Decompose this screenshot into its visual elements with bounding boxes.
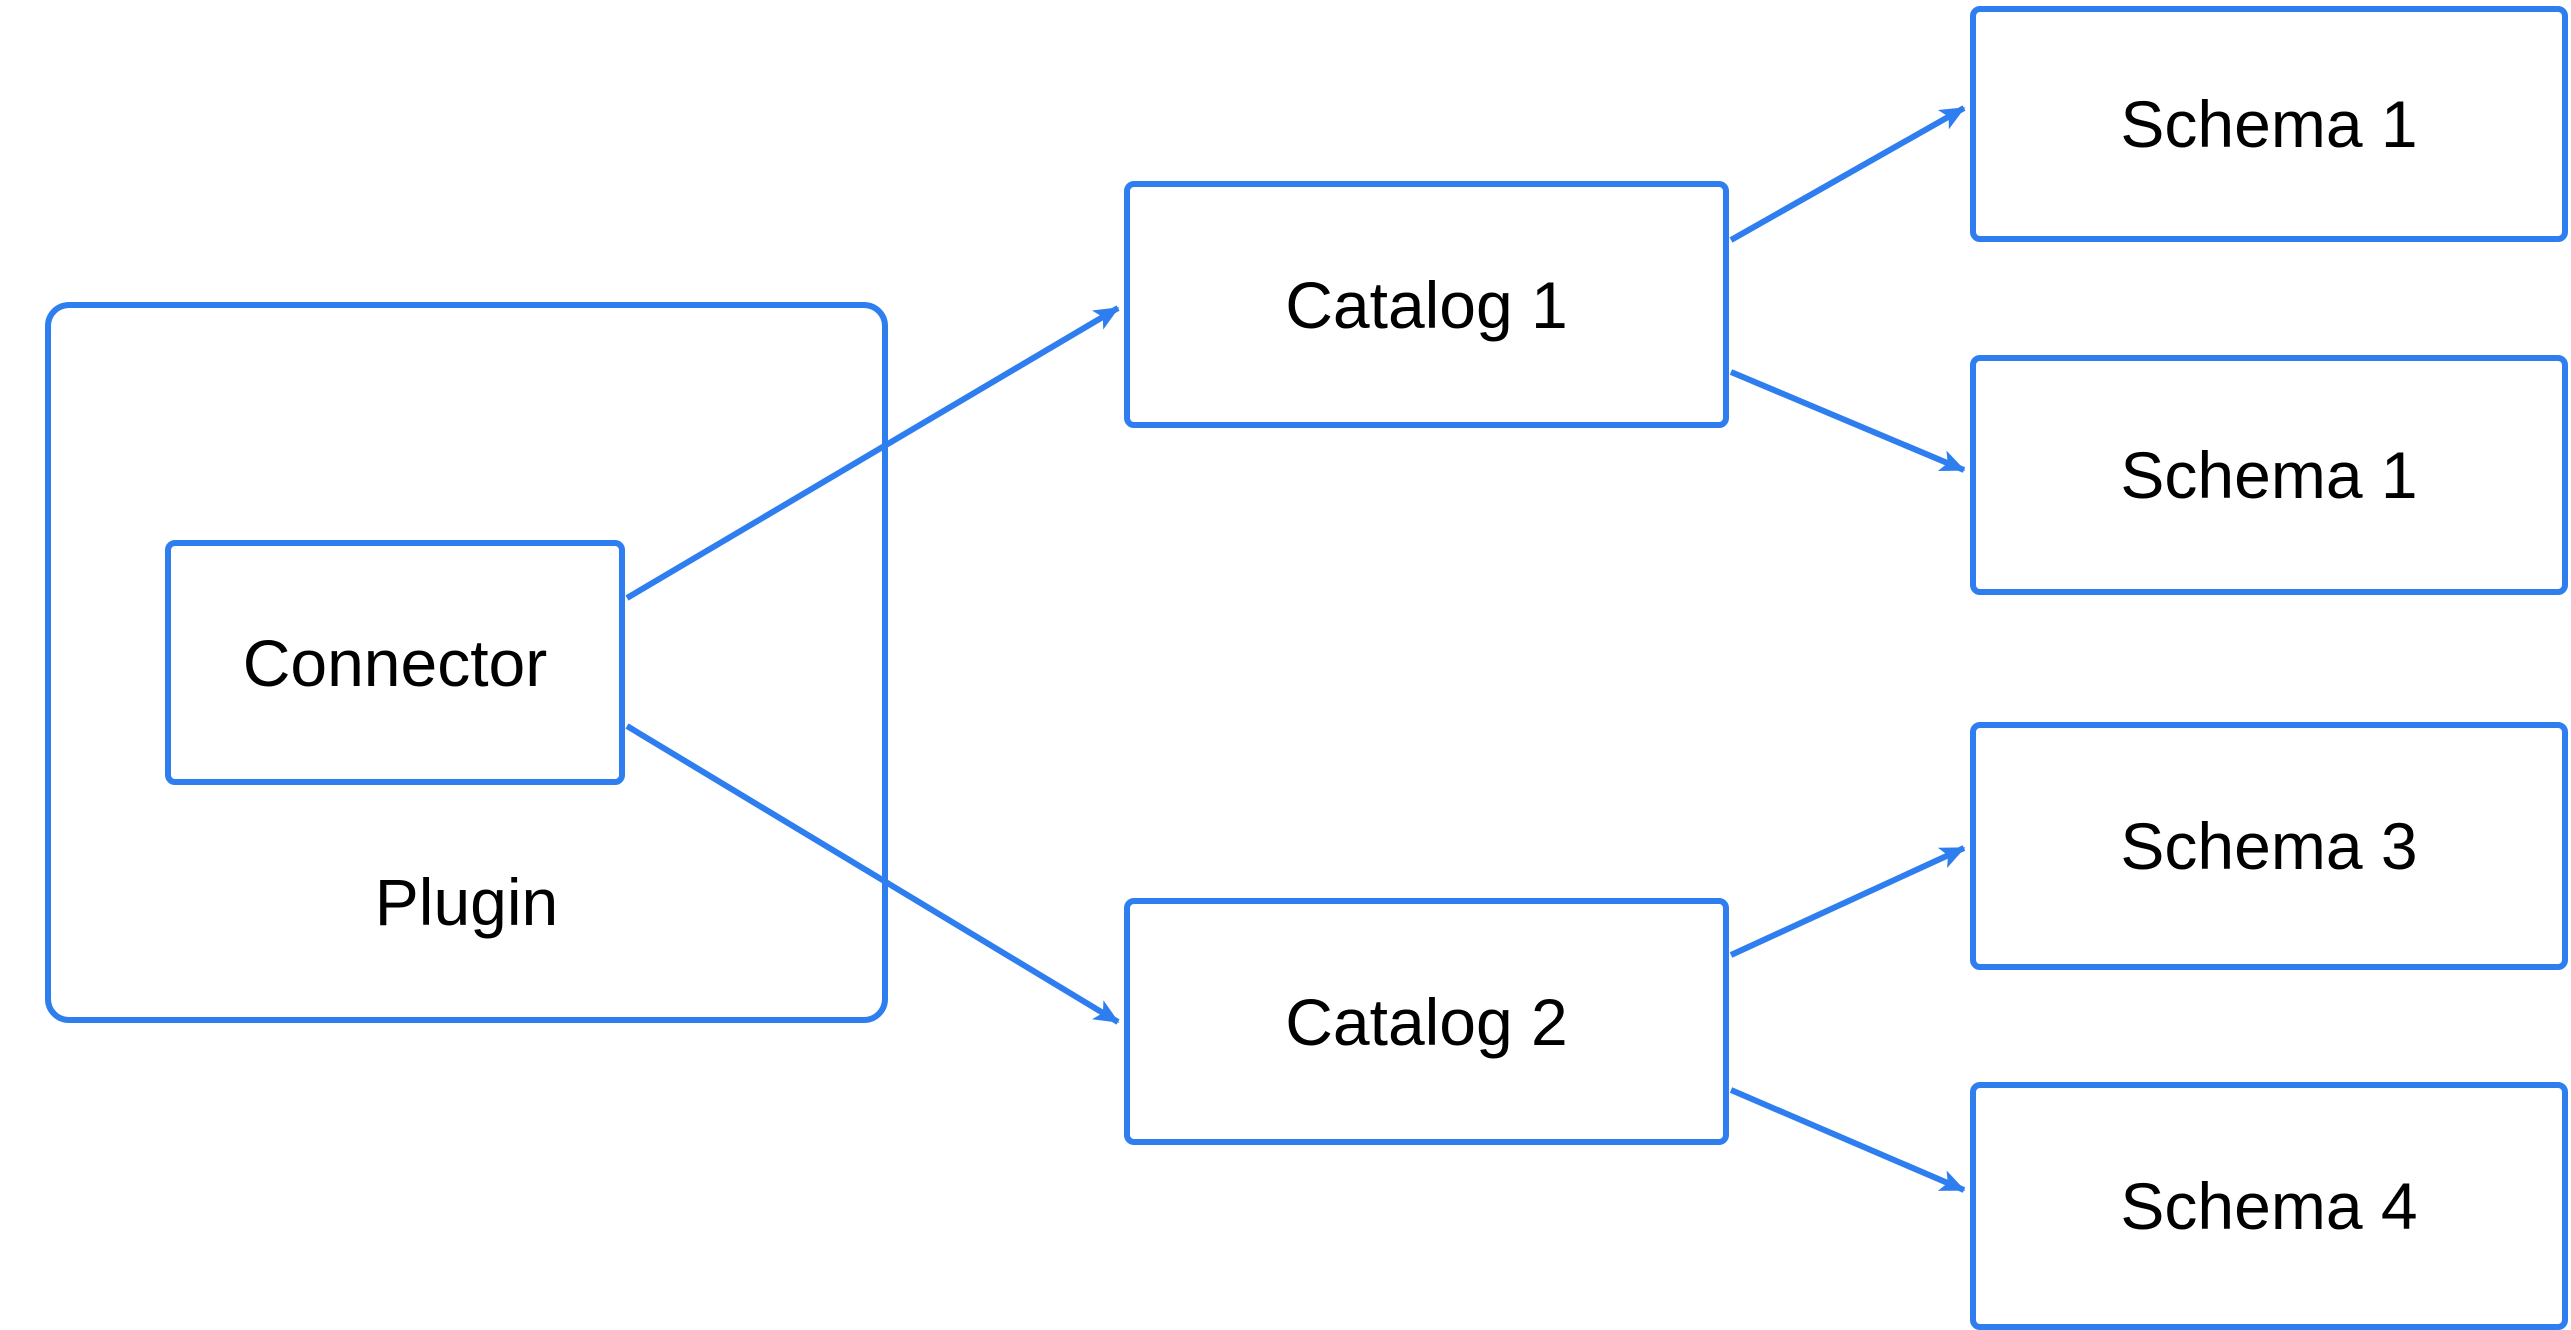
edge-catalog2-to-schema4 xyxy=(1729,1087,1966,1193)
edge-catalog1-to-schema1b xyxy=(1729,369,1966,473)
edge-connector-to-catalog1 xyxy=(625,305,1120,601)
node-schema-3[interactable]: Schema 3 xyxy=(1970,722,2568,970)
node-schema-1-b-label: Schema 1 xyxy=(2120,438,2418,512)
node-catalog-2[interactable]: Catalog 2 xyxy=(1124,898,1729,1145)
edge-catalog2-to-schema3 xyxy=(1729,845,1966,958)
edge-group xyxy=(625,105,1966,1193)
node-plugin-label: Plugin xyxy=(374,865,559,939)
node-schema-4[interactable]: Schema 4 xyxy=(1970,1082,2568,1330)
node-schema-4-label: Schema 4 xyxy=(2120,1169,2418,1243)
node-schema-1-a-label: Schema 1 xyxy=(2120,87,2418,161)
node-catalog-2-label: Catalog 2 xyxy=(1285,984,1568,1059)
node-connector[interactable]: Connector xyxy=(165,540,625,785)
node-connector-label: Connector xyxy=(242,625,548,700)
node-catalog-1-label: Catalog 1 xyxy=(1285,267,1568,342)
node-schema-1-a[interactable]: Schema 1 xyxy=(1970,6,2568,242)
node-schema-3-label: Schema 3 xyxy=(2120,809,2418,883)
node-catalog-1[interactable]: Catalog 1 xyxy=(1124,181,1729,428)
edge-catalog1-to-schema1a xyxy=(1729,105,1966,243)
node-schema-1-b[interactable]: Schema 1 xyxy=(1970,355,2568,595)
edge-connector-to-catalog2 xyxy=(625,723,1120,1025)
